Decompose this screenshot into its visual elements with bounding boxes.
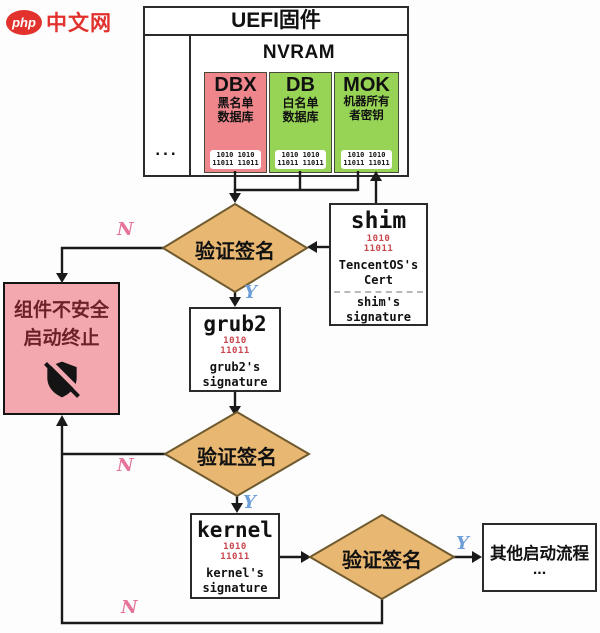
branch-yes-label-3: Y [456,533,469,554]
binary-line2: 11011 [363,244,394,255]
watermark-site-text: 中文网 [46,12,112,35]
store-dbx-name: DBX [214,74,257,96]
branch-no-label-3: N [121,597,138,618]
arrowhead-to-other [472,551,482,563]
kernel-box: kernel 1010 11011 kernel's signature [190,513,280,599]
cert-line1: TencentOS's [338,257,419,272]
shim-signature-text: shim's signature [331,295,426,326]
binary-line1: 1010 [223,542,247,552]
binary-line2: 11011 11011 [277,159,324,168]
binary-line2: 11011 11011 [212,159,259,168]
watermark: php 中文网 [6,7,112,37]
terminate-box: 组件不安全 启动终止 [3,282,120,415]
store-mok: MOK 机器所有 者密钥 1010 1010 11011 11011 [334,72,399,173]
uefi-firmware-box: UEFI固件 ... NVRAM DBX 黑名单 数据库 1010 1010 1… [143,6,409,177]
uefi-firmware-title: UEFI固件 [145,8,407,36]
binary-line1: 1010 1010 [216,150,255,159]
store-db-desc-line2: 数据库 [282,110,319,125]
signature-line2: signature [202,581,268,596]
arrowhead-to-verify1 [229,193,241,203]
arrowhead-shim-to-verify1 [307,241,317,253]
binary-line1: 1010 [366,234,391,244]
branch-no-label-1: N [117,219,134,240]
binary-data-icon: 1010 11011 [191,336,279,357]
store-mok-desc: 机器所有 者密钥 [344,96,390,124]
arrowhead-to-grub2 [229,297,241,307]
dashed-divider [334,290,423,293]
branch-no-label-2: N [117,455,134,476]
grub2-box: grub2 1010 11011 grub2's signature [189,307,281,392]
arrowhead-to-verify2 [229,406,241,416]
shim-box: shim 1010 11011 TencentOS's Cert shim's … [329,203,428,326]
other-boot-label: 其他启动流程 [490,544,589,563]
connector-verify1-no [60,246,164,274]
store-dbx-desc: 黑名单 数据库 [217,96,253,125]
store-dbx-desc-line2: 数据库 [217,110,254,125]
branch-yes-label-2: Y [243,492,256,513]
binary-line2: 11011 11011 [343,159,390,168]
binary-line2: 11011 [220,346,250,357]
store-dbx: DBX 黑名单 数据库 1010 1010 11011 11011 [204,72,267,173]
branch-yes-label-1: Y [244,282,257,303]
store-mok-name: MOK [343,74,390,96]
cert-line2: Cert [364,273,393,288]
shield-off-icon [43,358,83,398]
signature-line2: signature [202,375,268,390]
store-dbx-desc-line1: 黑名单 [217,96,254,110]
arrowhead-to-terminate-bottom [56,415,68,426]
other-boot-box: 其他启动流程 ... [482,523,597,592]
arrowhead-to-kernel [231,503,243,513]
signature-line1: grub2's [209,359,261,374]
verify-signature-label-3: 验证签名 [342,550,422,572]
php-logo-icon: php [6,9,42,35]
shim-title: shim [350,208,407,234]
kernel-title: kernel [197,518,273,542]
signature-line2: signature [345,310,412,325]
binary-data-icon: 1010 1010 11011 11011 [210,149,261,169]
ellipsis-text: ... [532,560,547,578]
binary-data-icon: 1010 1010 11011 11011 [341,149,392,169]
verify-signature-label-1: 验证签名 [195,241,275,263]
binary-data-icon: 1010 11011 [192,542,278,563]
store-db-desc: 白名单 数据库 [282,96,318,125]
store-db: DB 白名单 数据库 1010 1010 11011 11011 [269,72,332,173]
binary-data-icon: 1010 11011 [331,234,426,255]
signature-line1: shim's [356,294,401,309]
binary-line1: 1010 1010 [347,150,386,159]
signature-line1: kernel's [206,565,264,580]
binary-line1: 1010 1010 [281,150,320,159]
grub2-signature-text: grub2's signature [191,360,279,391]
grub2-title: grub2 [203,312,267,336]
binary-line1: 1010 [223,336,247,346]
store-db-name: DB [286,74,315,96]
verify-signature-label-2: 验证签名 [197,447,277,469]
store-db-desc-line1: 白名单 [282,96,319,110]
uefi-left-compartment: ... [145,36,191,175]
kernel-signature-text: kernel's signature [192,566,278,597]
store-mok-desc-line1: 机器所有 [343,96,390,108]
nvram-stores-row: DBX 黑名单 数据库 1010 1010 11011 11011 DB 白名单… [204,72,399,173]
shim-cert-text: TencentOS's Cert [331,258,426,289]
binary-line2: 11011 [220,552,250,563]
binary-data-icon: 1010 1010 11011 11011 [275,149,326,169]
ellipsis-text: ... [155,140,179,159]
store-mok-desc-line2: 者密钥 [349,109,384,122]
nvram-label: NVRAM [262,42,336,63]
terminate-line2: 启动终止 [23,327,100,349]
terminate-line1: 组件不安全 [13,300,109,321]
